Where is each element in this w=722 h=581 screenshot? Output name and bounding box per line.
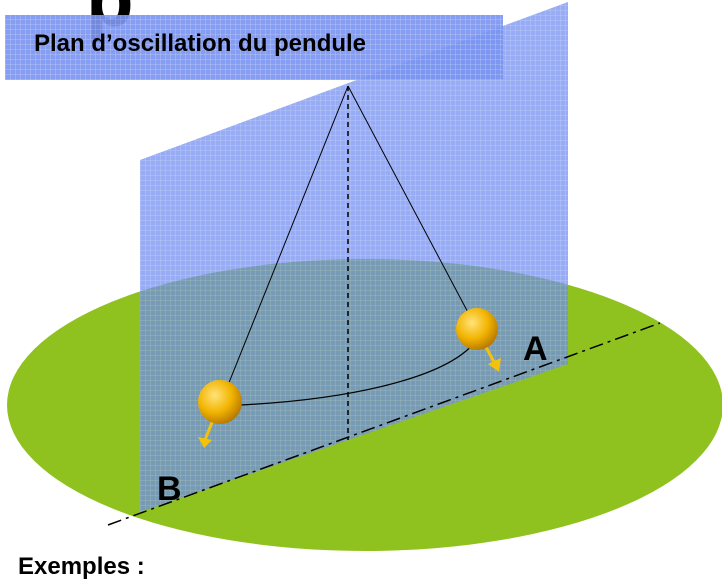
diagram-title: Plan d’oscillation du pendule [34,30,367,57]
arrow-left [198,419,215,448]
pendulum-bob-left-icon [198,380,242,424]
oscillation-plane [140,2,568,512]
pendulum-bob-right-icon [456,308,498,350]
point-label-a: A [523,330,548,368]
line-a-b [107,322,661,526]
pendulum-string-right [347,85,473,321]
title-banner [5,15,503,80]
point-label-b: B [157,470,182,508]
examples-heading: Exemples : [18,553,145,580]
trajectory-arc [239,337,479,406]
pendulum-string-left [221,85,349,401]
arrow-right [483,344,501,372]
